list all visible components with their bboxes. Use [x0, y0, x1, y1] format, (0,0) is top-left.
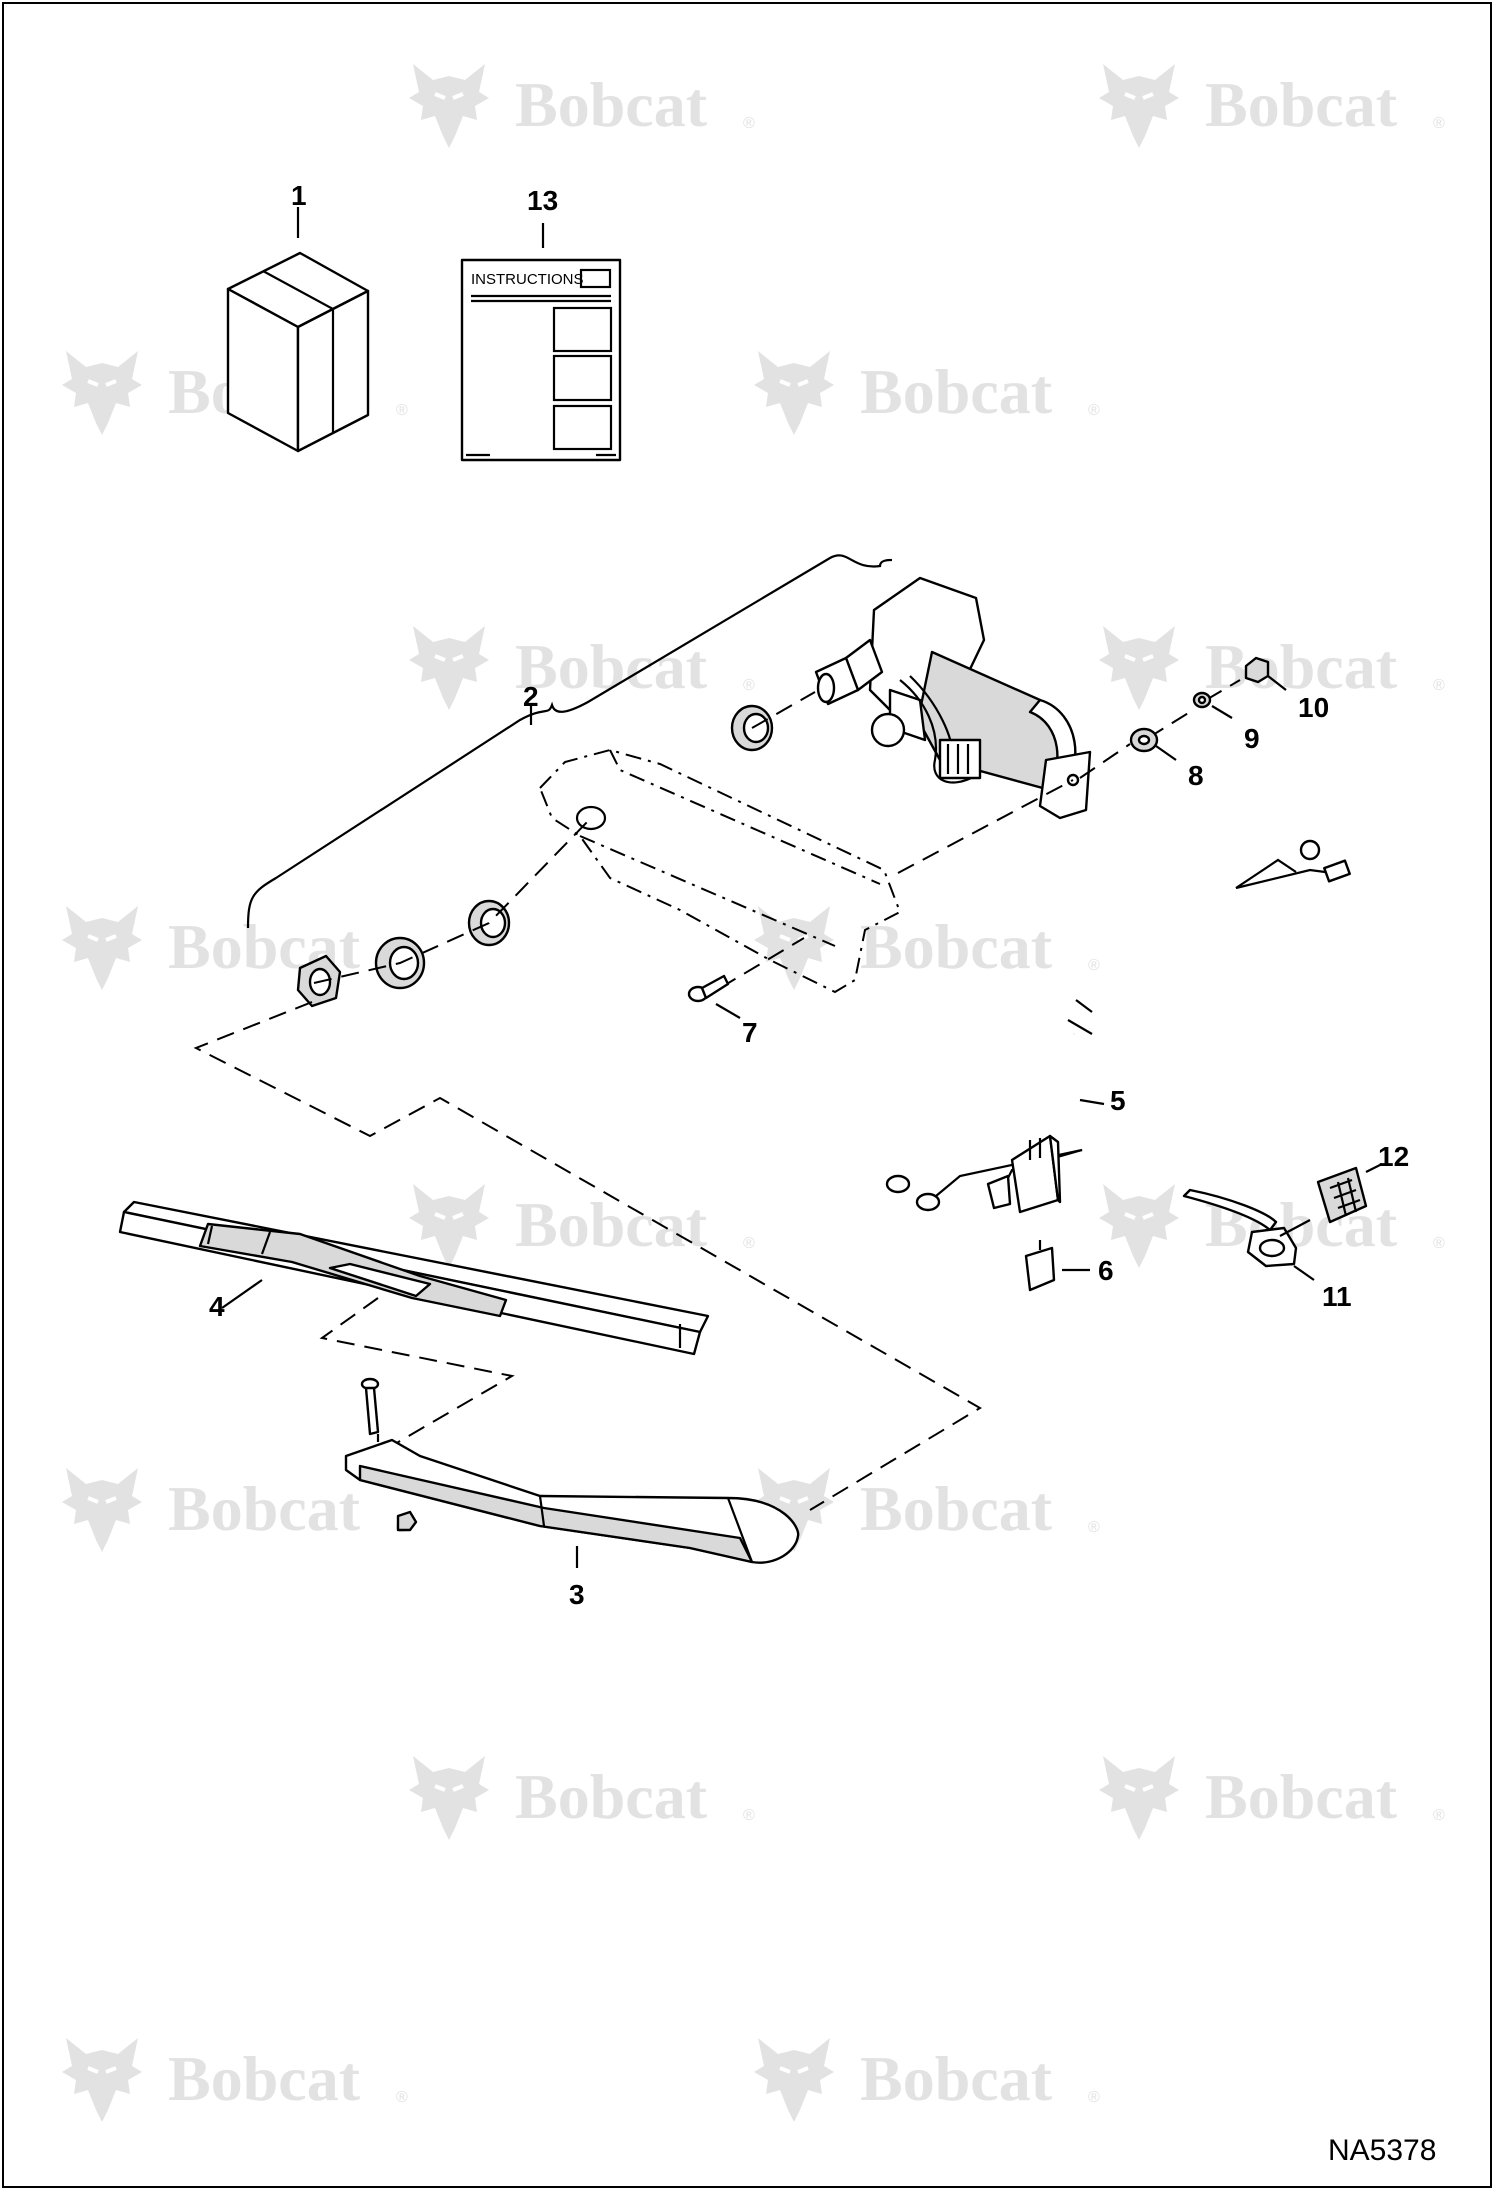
- callout-11: 11: [1322, 1281, 1352, 1312]
- callout-labels: 1 13 2 3 4 5 6 7 8 9 10 11 12: [209, 180, 1409, 1610]
- bobcat-head-icon: [407, 1754, 491, 1842]
- watermark-registered-mark: ®: [1088, 402, 1100, 419]
- bobcat-head-icon: [752, 2036, 836, 2124]
- part-13-instructions: INSTRUCTIONS: [460, 223, 622, 462]
- watermark-registered-mark: ®: [743, 1235, 755, 1252]
- bobcat-head-icon: [407, 1182, 491, 1270]
- assembly-centerline-3: [897, 779, 1074, 874]
- callout-12: 12: [1378, 1141, 1409, 1172]
- watermark-text: Bobcat: [515, 69, 708, 140]
- watermark-logo: Bobcat ®: [60, 2036, 408, 2124]
- watermark-registered-mark: ®: [1433, 1807, 1445, 1824]
- watermark-registered-mark: ®: [1433, 1235, 1445, 1252]
- assembly-loop-blade: [319, 1297, 515, 1449]
- watermark-registered-mark: ®: [1088, 957, 1100, 974]
- watermark-text: Bobcat: [168, 1473, 361, 1544]
- assembly-centerline-4: [1079, 679, 1241, 779]
- part-2-group-brace: [246, 554, 893, 929]
- watermark-registered-mark: ®: [396, 2089, 408, 2106]
- watermark-text: Bobcat: [1205, 69, 1398, 140]
- motor-terminal-block: [938, 738, 982, 780]
- drawing-id: NA5378: [1328, 2134, 1436, 2167]
- part-6-fuse: [1024, 1240, 1090, 1292]
- watermark-text: Bobcat: [860, 911, 1053, 982]
- watermark-registered-mark: ®: [743, 115, 755, 132]
- arm-bolt: [360, 1377, 380, 1436]
- watermark-logo: Bobcat ®: [407, 1182, 755, 1270]
- watermark-registered-mark: ®: [396, 402, 408, 419]
- bobcat-head-icon: [1097, 624, 1181, 712]
- watermark-text: Bobcat: [1205, 1761, 1398, 1832]
- bobcat-head-icon: [407, 62, 491, 150]
- callout-3: 3: [569, 1579, 585, 1610]
- watermark-logo: Bobcat ®: [752, 349, 1100, 437]
- bobcat-head-icon: [60, 2036, 144, 2124]
- bobcat-head-icon: [60, 904, 144, 992]
- bobcat-head-icon: [1097, 62, 1181, 150]
- watermark-logo: Bobcat ®: [407, 624, 755, 712]
- bobcat-head-icon: [1097, 1754, 1181, 1842]
- parts-8-9-10: [1129, 656, 1287, 761]
- watermark-text: Bobcat: [515, 1189, 708, 1260]
- part-2-wiper-motor: [814, 576, 1092, 820]
- hardware-stack-left: [296, 704, 774, 1008]
- callout-5: 5: [1110, 1085, 1126, 1116]
- part-1-box: [226, 207, 370, 453]
- callout-10: 10: [1298, 692, 1329, 723]
- bobcat-head-icon: [60, 1466, 144, 1554]
- part-4-wiper-blade: [118, 1200, 710, 1356]
- callout-7: 7: [742, 1017, 758, 1048]
- watermark-registered-mark: ®: [743, 1807, 755, 1824]
- watermark-text: Bobcat: [1205, 631, 1398, 702]
- mounting-plate-outline: [538, 748, 902, 994]
- watermark-text: Bobcat: [168, 2043, 361, 2114]
- watermark-registered-mark: ®: [1433, 677, 1445, 694]
- plate-hole: [575, 805, 607, 831]
- bobcat-head-icon: [752, 904, 836, 992]
- watermark-registered-mark: ®: [1433, 115, 1445, 132]
- callout-4: 4: [209, 1291, 225, 1322]
- callout-2: 2: [523, 681, 539, 712]
- watermark-logo: Bobcat ®: [1097, 1754, 1445, 1842]
- callout-8: 8: [1188, 760, 1204, 791]
- assembly-centerline-1: [313, 817, 592, 984]
- part-5-harness: [885, 839, 1351, 1214]
- watermark-registered-mark: ®: [743, 677, 755, 694]
- watermark-text: Bobcat: [515, 631, 708, 702]
- watermark-logo: Bobcat®: [60, 1466, 408, 1554]
- watermark-text: Bobcat: [860, 1473, 1053, 1544]
- assembly-centerline-2: [751, 691, 816, 729]
- watermark-text: Bobcat: [860, 356, 1053, 427]
- callout-13: 13: [527, 185, 558, 216]
- watermark-text: Bobcat: [860, 2043, 1053, 2114]
- bobcat-head-icon: [60, 349, 144, 437]
- watermark-logo: Bobcat ®: [752, 904, 1100, 992]
- watermark-logo: Bobcat ®: [407, 1754, 755, 1842]
- watermark-registered-mark: ®: [1088, 2089, 1100, 2106]
- part-12-adhesive-mount: [1316, 1163, 1383, 1224]
- watermark-logo: Bobcat®: [60, 904, 408, 992]
- part-3-wiper-arm: [344, 1434, 800, 1568]
- bobcat-head-icon: [752, 349, 836, 437]
- callout-9: 9: [1244, 723, 1260, 754]
- assembly-centerline-screw7: [719, 937, 805, 989]
- watermark-logo: Bobcat ®: [752, 1466, 1100, 1554]
- watermark-registered-mark: ®: [1088, 1519, 1100, 1536]
- callout-6: 6: [1098, 1255, 1114, 1286]
- part-11-cable-tie: [1182, 1188, 1315, 1281]
- watermark-text: Bobcat: [515, 1761, 708, 1832]
- watermark-logo: Bobcat ®: [1097, 624, 1445, 712]
- watermark-logo: Bobcat ®: [1097, 62, 1445, 150]
- callout-1: 1: [291, 180, 307, 211]
- watermark-logo: Bobcat ®: [407, 62, 755, 150]
- instructions-heading: INSTRUCTIONS: [471, 271, 584, 288]
- watermark-logo: Bobcat ®: [752, 2036, 1100, 2124]
- bobcat-head-icon: [407, 624, 491, 712]
- part-7-screw: [687, 974, 741, 1019]
